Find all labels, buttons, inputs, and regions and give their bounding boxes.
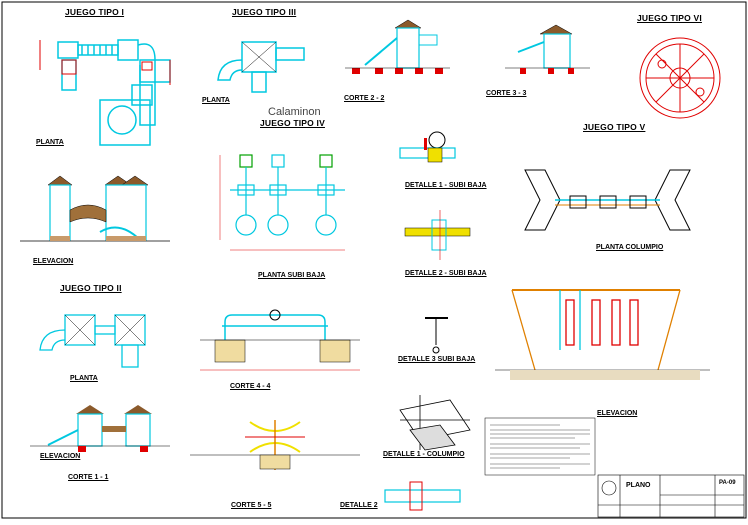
tipo1-planta — [57, 39, 171, 146]
titleblock-sheet: PA-09 — [719, 480, 736, 486]
label-elevacion1: ELEVACION — [33, 258, 74, 265]
tipo2-elevacion — [30, 405, 170, 452]
detalle1-columpio — [399, 395, 471, 451]
corte44 — [200, 309, 360, 371]
corte22 — [345, 19, 450, 74]
watermark: Calaminon — [268, 106, 321, 118]
titleblock-code: PLANO — [626, 482, 651, 489]
detalle2-subibaja — [404, 210, 471, 260]
tipo5-planta — [524, 169, 691, 231]
tipo3-planta — [217, 41, 305, 93]
tipo1-planta-red — [39, 40, 171, 85]
tipo4-dims — [219, 155, 345, 251]
label-corte55: CORTE 5 - 5 — [231, 502, 272, 509]
label-corte11: CORTE 1 - 1 — [68, 474, 109, 481]
label-detalle-columpio: DETALLE 1 - COLUMPIO — [383, 451, 465, 458]
tipo1-elevacion — [20, 175, 170, 242]
tipo4-planta — [230, 154, 345, 236]
title-tipo3: JUEGO TIPO III — [232, 7, 297, 17]
label-planta3: PLANTA — [202, 97, 230, 104]
label-detalle3: DETALLE 3 SUBI BAJA — [398, 356, 476, 363]
label-planta1: PLANTA — [36, 139, 64, 146]
notes-block — [484, 417, 596, 476]
detalle1-subibaja — [399, 131, 456, 163]
title-block — [597, 474, 745, 518]
label-corte22: CORTE 2 - 2 — [344, 95, 385, 102]
tipo2-planta — [39, 314, 146, 368]
label-planta-columpio: PLANTA COLUMPIO — [596, 244, 664, 251]
title-tipo1: JUEGO TIPO I — [65, 7, 125, 17]
label-detalle2: DETALLE 2 - SUBI BAJA — [405, 270, 487, 277]
label-detalle1: DETALLE 1 - SUBI BAJA — [405, 182, 487, 189]
label-planta2: PLANTA — [70, 375, 98, 382]
label-elevacion2: ELEVACION — [40, 453, 81, 460]
detalle2-pipe — [384, 481, 461, 511]
label-detalle2b: DETALLE 2 — [340, 502, 378, 509]
title-tipo5: JUEGO TIPO V — [583, 122, 646, 132]
corte55 — [190, 420, 360, 470]
title-tipo6: JUEGO TIPO VI — [637, 13, 702, 23]
title-tipo4: JUEGO TIPO IV — [260, 118, 325, 128]
tipo6-carousel — [639, 37, 721, 119]
corte33 — [505, 24, 590, 74]
label-corte44: CORTE 4 - 4 — [230, 383, 271, 390]
label-elevacion5: ELEVACION — [597, 410, 638, 417]
tipo5-elevacion — [495, 289, 710, 380]
label-planta-subibaja: PLANTA SUBI BAJA — [258, 272, 326, 279]
title-tipo2: JUEGO TIPO II — [60, 283, 122, 293]
label-corte33: CORTE 3 - 3 — [486, 90, 527, 97]
detalle3-subibaja — [425, 317, 448, 354]
